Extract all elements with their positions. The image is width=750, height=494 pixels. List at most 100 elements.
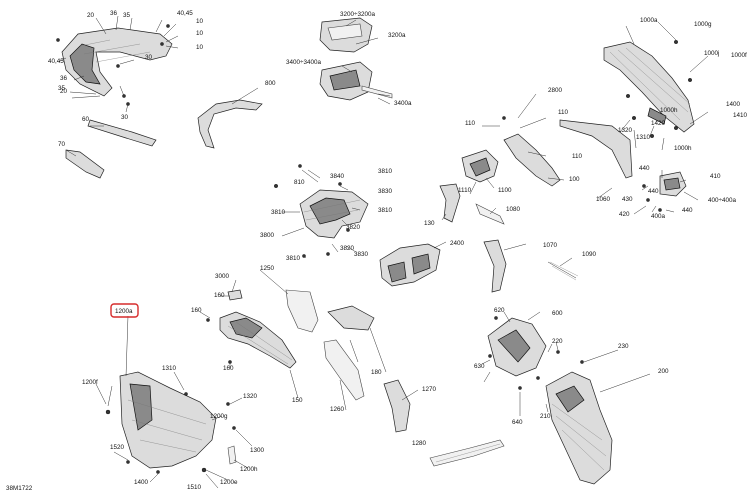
callout: 3400÷3400a (286, 59, 321, 66)
console-group (487, 316, 613, 485)
callout: 1200g (210, 413, 228, 420)
panel-100 (503, 133, 561, 187)
vent-130 (439, 183, 461, 223)
trim-strip-60 (87, 119, 157, 147)
trim-1270 (383, 379, 411, 433)
callout: 440 (682, 207, 693, 214)
callout: 440 (648, 188, 659, 195)
callout: 1060 (596, 196, 611, 203)
callout: 3830 (354, 251, 369, 258)
left-fairing-group (206, 289, 375, 369)
callout: 1300 (250, 447, 265, 454)
callout: 1070 (543, 242, 558, 249)
callout: 36 (60, 75, 68, 82)
callout: 420 (619, 211, 630, 218)
callout: 110 (572, 153, 583, 160)
callout: 20 (60, 88, 68, 95)
callout: 3400a (394, 100, 412, 107)
callout: 35 (123, 12, 131, 19)
callout: 1000h (674, 145, 692, 152)
callout: 2800 (548, 87, 563, 94)
callout: 200 (658, 368, 669, 375)
callout: 100 (569, 176, 580, 183)
callout: 3200a (388, 32, 406, 39)
callout: 1270 (422, 386, 437, 393)
callout: 600 (552, 310, 563, 317)
callout: 1000g (694, 21, 712, 28)
callout: 3820 (340, 245, 355, 252)
callout: 40,45 (48, 58, 64, 65)
callout: 810 (294, 179, 305, 186)
callout: 3810 (378, 207, 393, 214)
headlight-bracket-group (439, 116, 561, 225)
callout: 40,45 (177, 10, 193, 17)
callout: 1110 (458, 187, 472, 194)
callout: 1080 (506, 206, 521, 213)
callout: 130 (424, 220, 435, 227)
side-panel-group (559, 40, 695, 179)
callout: 630 (474, 363, 485, 370)
bracket-800 (197, 99, 263, 149)
headlight-2400 (379, 243, 441, 287)
callout: 2400 (450, 240, 465, 247)
callout: 3000 (215, 273, 230, 280)
bracket-400-group (642, 171, 687, 212)
callout: 160 (191, 307, 202, 314)
callout: 430 (622, 196, 633, 203)
callout: 220 (552, 338, 563, 345)
trim-piece-70 (65, 149, 105, 179)
upper-fairing-inner (69, 43, 101, 85)
callout: 3810 (286, 255, 301, 262)
callout: 1260 (330, 406, 345, 413)
callout: 180 (371, 369, 382, 376)
callout: 160 (214, 292, 225, 299)
callout: 10 (196, 44, 204, 51)
callout: 3830 (378, 188, 393, 195)
callout: 110 (558, 109, 569, 116)
callout: 1250 (260, 265, 275, 272)
callout: 110 (465, 120, 476, 127)
callout: 230 (618, 343, 629, 350)
callout: 1000a (640, 17, 658, 24)
callout: 36 (110, 10, 118, 17)
callout: 640 (512, 419, 523, 426)
callout: 1100 (498, 187, 512, 194)
callout: 1000j (704, 50, 719, 57)
callout: 1000h (660, 107, 678, 114)
callout: 1510 (187, 484, 202, 491)
highlight-box (110, 303, 139, 318)
fairing-150 (219, 311, 297, 369)
callout: 160 (223, 365, 234, 372)
callout: 150 (292, 397, 303, 404)
callout: 1410 (733, 112, 748, 119)
callout: 410 (710, 173, 721, 180)
callout: 1320 (243, 393, 258, 400)
dash-frame-group (274, 164, 369, 258)
callout: 1200h (240, 466, 258, 473)
callout: 1000f (731, 52, 747, 59)
callout: 70 (58, 141, 66, 148)
plate-180 (327, 305, 375, 331)
callout: 1310 (636, 134, 651, 141)
callout: 800 (265, 80, 276, 87)
side-panel-1000 (603, 41, 695, 133)
strip-1280 (429, 439, 505, 467)
callout: 60 (82, 116, 90, 123)
strip-1070 (483, 239, 507, 293)
callout: 1200f (82, 379, 98, 386)
callout: 1400 (726, 101, 741, 108)
callout-labels: 20 36 35 40,45 10 10 10 40,45 36 20 35 3… (48, 10, 748, 491)
callout: 30 (121, 114, 129, 121)
callout: 20 (87, 12, 95, 19)
callout: 1520 (110, 444, 125, 451)
callout: 1400 (134, 479, 149, 486)
callout: 400÷400a (708, 197, 736, 204)
callout: 1320 (618, 127, 633, 134)
callout: 30 (145, 54, 153, 61)
cover-1250 (285, 289, 319, 333)
storage-bins-group (319, 17, 393, 101)
callout: 620 (494, 307, 505, 314)
callout: 3200÷3200a (340, 11, 375, 18)
callout: 3840 (330, 173, 345, 180)
